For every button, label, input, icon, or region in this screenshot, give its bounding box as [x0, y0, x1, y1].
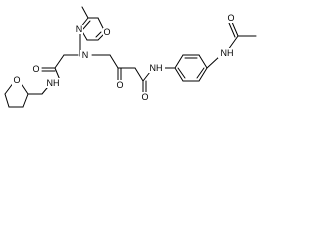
bond: [198, 54, 208, 69]
bond: [4, 93, 10, 108]
bond: [109, 54, 119, 69]
bond: [228, 22, 236, 38]
bond: [142, 71, 151, 82]
bond: [174, 54, 184, 69]
bond: [231, 21, 239, 37]
bond: [81, 6, 89, 19]
atom-n: N: [76, 24, 83, 34]
bond: [95, 31, 102, 38]
bond: [174, 67, 184, 82]
atom-o: O: [103, 27, 110, 37]
bond: [134, 67, 144, 82]
bond: [54, 54, 65, 69]
atom-o: O: [141, 92, 148, 102]
atom-n: N: [82, 50, 89, 60]
atom-o: O: [32, 64, 39, 74]
bond: [97, 17, 104, 29]
atom-o: O: [227, 13, 234, 23]
bond: [227, 35, 239, 51]
chemical-structure-diagram: O N N O NH O O NH O NH O: [4, 6, 257, 108]
atom-nh: NH: [47, 78, 60, 88]
atom-o: O: [116, 80, 123, 90]
atom-o: O: [13, 75, 20, 85]
atom-nh: NH: [221, 48, 234, 58]
bond: [206, 55, 221, 69]
bond: [177, 67, 186, 79]
atom-nh: NH: [150, 63, 163, 73]
bond: [22, 93, 29, 108]
bond-lines: [4, 6, 257, 108]
atom-labels: O N N O NH O O NH O NH O: [12, 13, 236, 102]
bond: [82, 20, 91, 30]
bond: [196, 67, 205, 79]
bond: [198, 67, 208, 82]
